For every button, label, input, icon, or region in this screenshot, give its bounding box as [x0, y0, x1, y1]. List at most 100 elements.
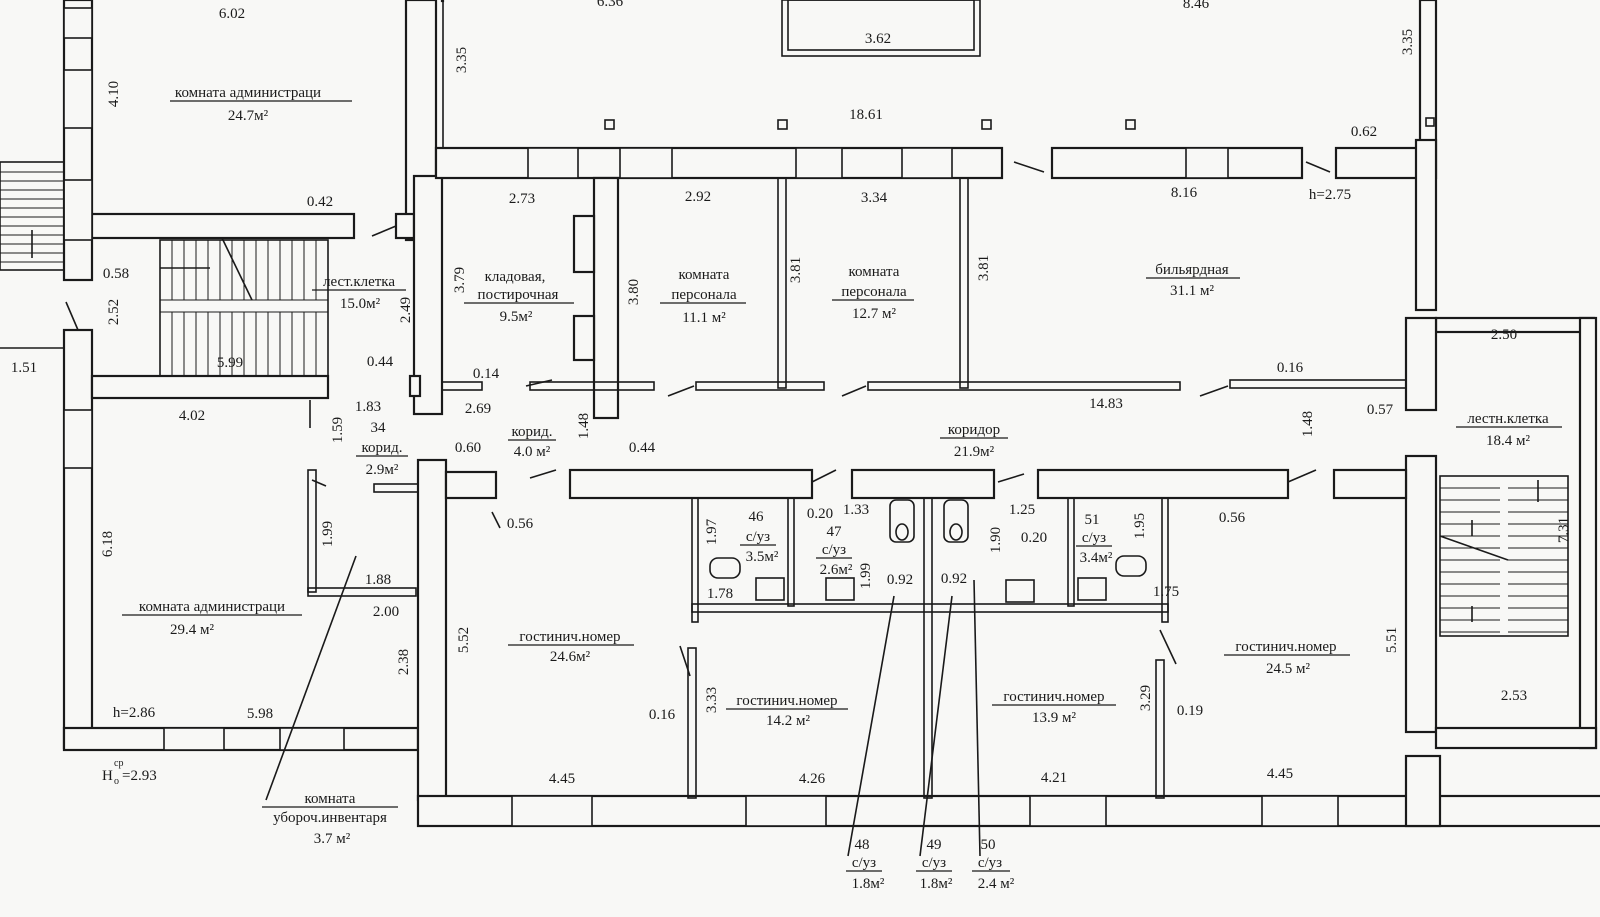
- room-number: 34: [371, 420, 387, 436]
- sanitary-fixtures: [709, 499, 1147, 603]
- dimension: 8.46: [1183, 0, 1210, 12]
- dimension: 3.29: [1138, 685, 1154, 711]
- room-area: 2.6м²: [820, 562, 853, 578]
- staircase-left: [159, 237, 329, 377]
- room-area: 12.7 м²: [852, 306, 896, 322]
- room-number: 47: [827, 524, 843, 540]
- room-area: 9.5м²: [500, 309, 533, 325]
- staircase-outside-left: [0, 161, 65, 271]
- room-name: персонала: [841, 284, 907, 300]
- dimension-labels: 6.02 6.36 8.46 3.62 3.35 3.35 4.10 18.61…: [11, 0, 1572, 787]
- height-subscript: о: [114, 776, 119, 787]
- dimension: 1.48: [576, 413, 592, 439]
- dimension: 1.83: [355, 399, 381, 415]
- room-area: 24.6м²: [550, 649, 591, 665]
- dimension: 1.78: [707, 586, 733, 602]
- doors: [0, 161, 1331, 677]
- room-area: 15.0м²: [340, 296, 381, 312]
- dimension: 3.79: [452, 267, 468, 293]
- dimension: 0.57: [1367, 402, 1394, 418]
- dimension: 2.50: [1491, 327, 1517, 343]
- room-name: с/уз: [978, 855, 1002, 871]
- dimension: 3.35: [454, 47, 470, 73]
- room-name: гостинич.номер: [1003, 689, 1104, 705]
- room-area: 24.7м²: [228, 108, 269, 124]
- room-area: 2.4 м²: [978, 876, 1015, 892]
- dimension: 1.25: [1009, 502, 1035, 518]
- dimension: 3.62: [865, 31, 891, 47]
- dimension: 3.33: [704, 687, 720, 713]
- dimension: 2.73: [509, 191, 535, 207]
- room-area: 2.9м²: [366, 462, 399, 478]
- dimension: 5.51: [1384, 627, 1400, 653]
- walls: [62, 0, 1600, 828]
- dimension: 1.59: [330, 417, 346, 443]
- room-name: с/уз: [1082, 530, 1106, 546]
- dimension: 6.36: [597, 0, 624, 10]
- room-number: 50: [981, 837, 996, 853]
- room-area: 4.0 м²: [514, 444, 551, 460]
- dimension: 14.83: [1089, 396, 1123, 412]
- dimension: 0.44: [367, 354, 394, 370]
- room-name: комната администраци: [175, 85, 321, 101]
- dimension: 0.56: [507, 516, 534, 532]
- room-name: лестн.клетка: [1467, 411, 1549, 427]
- dimension: 2.49: [398, 297, 414, 323]
- room-name: коридор: [948, 422, 1000, 438]
- height-symbol: H: [102, 768, 113, 784]
- room-area: 13.9 м²: [1032, 710, 1076, 726]
- dimension: 4.21: [1041, 770, 1067, 786]
- dimension: 0.16: [649, 707, 676, 723]
- room-area: 3.4м²: [1080, 550, 1113, 566]
- dimension: 4.45: [1267, 766, 1293, 782]
- height-superscript: ср: [114, 758, 123, 769]
- dimension: 1.99: [858, 563, 874, 589]
- room-area: 31.1 м²: [1170, 283, 1214, 299]
- dimension: 0.20: [1021, 530, 1047, 546]
- room-area: 3.7 м²: [314, 831, 351, 847]
- room-name: гостинич.номер: [519, 629, 620, 645]
- room-name: с/уз: [746, 529, 770, 545]
- room-area: 14.2 м²: [766, 713, 810, 729]
- dimension: 2.53: [1501, 688, 1527, 704]
- dimension: 3.81: [976, 255, 992, 281]
- dimension: 1.88: [365, 572, 391, 588]
- dimension: 6.02: [219, 6, 245, 22]
- room-area: 1.8м²: [920, 876, 953, 892]
- room-name: постирочная: [478, 287, 559, 303]
- room-name: комната администраци: [139, 599, 285, 615]
- room-name: комната: [679, 267, 730, 283]
- height-value: =2.93: [122, 768, 157, 784]
- dimension: 6.18: [100, 531, 116, 557]
- dimension: 0.58: [103, 266, 129, 282]
- dimension: 0.44: [629, 440, 656, 456]
- dimension: 3.34: [861, 190, 888, 206]
- columns: [442, 0, 1435, 148]
- room-area: 21.9м²: [954, 444, 995, 460]
- dimension: 8.16: [1171, 185, 1198, 201]
- dimension: 1.51: [11, 360, 37, 376]
- room-name: с/уз: [922, 855, 946, 871]
- dimension: 1.33: [843, 502, 869, 518]
- room-name: убороч.инвентаря: [273, 810, 387, 826]
- room-name: кладовая,: [485, 269, 546, 285]
- room-number: 46: [749, 509, 765, 525]
- room-name: гостинич.номер: [736, 693, 837, 709]
- dimension: 2.92: [685, 189, 711, 205]
- dimension: 1.48: [1300, 411, 1316, 437]
- room-number: 49: [927, 837, 942, 853]
- room-number: 51: [1085, 512, 1100, 528]
- dimension: 0.14: [473, 366, 500, 382]
- dimension: 3.35: [1400, 29, 1416, 55]
- dimension: 0.42: [307, 194, 333, 210]
- dimension: 5.99: [217, 355, 243, 371]
- room-name: корид.: [512, 424, 553, 440]
- windows: [63, 7, 1339, 827]
- room-area: 18.4 м²: [1486, 433, 1530, 449]
- room-area: 24.5 м²: [1266, 661, 1310, 677]
- dimension: 1.75: [1153, 584, 1179, 600]
- room-name: корид.: [362, 440, 403, 456]
- dimension: 4.10: [106, 81, 122, 107]
- room-name: бильярдная: [1155, 262, 1229, 278]
